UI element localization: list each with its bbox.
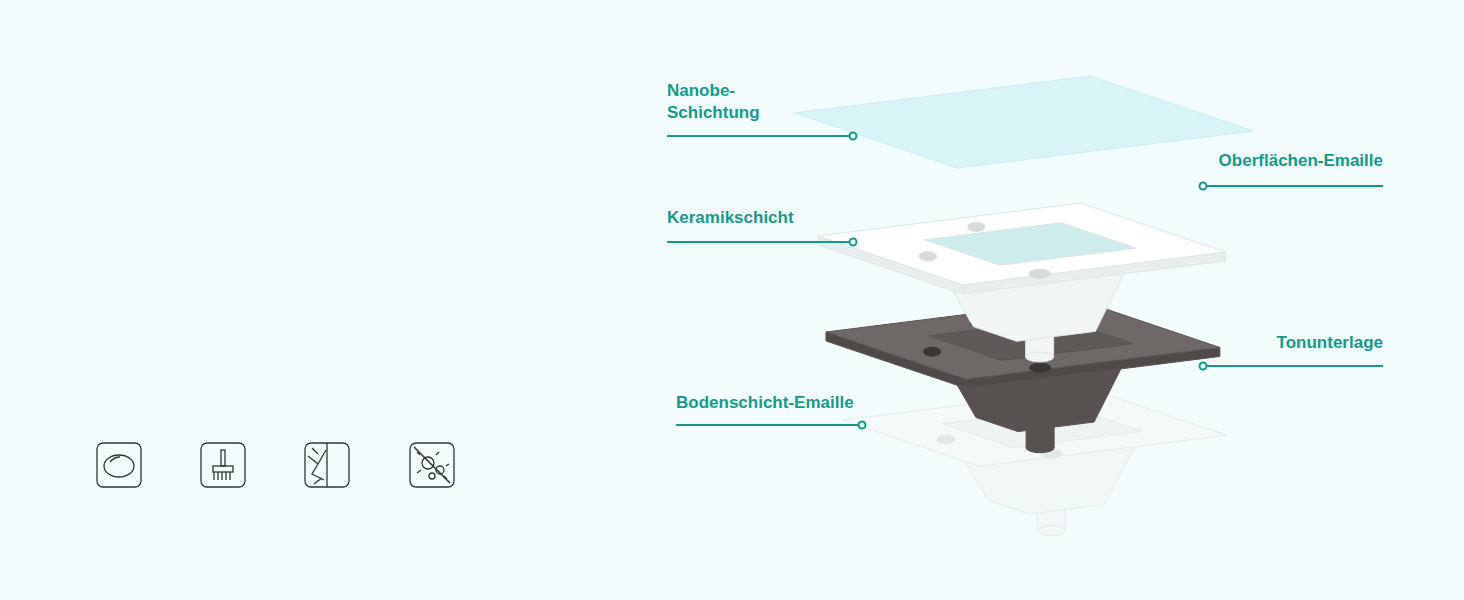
leader-dot [850,133,857,140]
antibacterial-icon [410,443,454,487]
leader-line [1207,185,1383,187]
part-label: Oberflächen-Emaille [1219,150,1383,172]
leader-line [1207,365,1383,367]
part-label: Tonunterlage [1277,332,1383,354]
leader-line [676,424,858,426]
sink-layer [818,203,1226,362]
smooth-surface-icon [97,443,141,487]
leader-line [667,241,849,243]
leader-dot [850,239,857,246]
crack-resistant-icon [305,443,349,487]
leader-dot [1200,363,1207,370]
part-label: Keramikschicht [667,207,794,229]
sink-layer [795,76,1253,168]
part-label: Nanobe- Schichtung [667,80,760,124]
leader-line [667,135,849,137]
easy-clean-icon [201,443,245,487]
part-label: Bodenschicht-Emaille [676,392,854,414]
leader-dot [859,422,866,429]
leader-dot [1200,183,1207,190]
